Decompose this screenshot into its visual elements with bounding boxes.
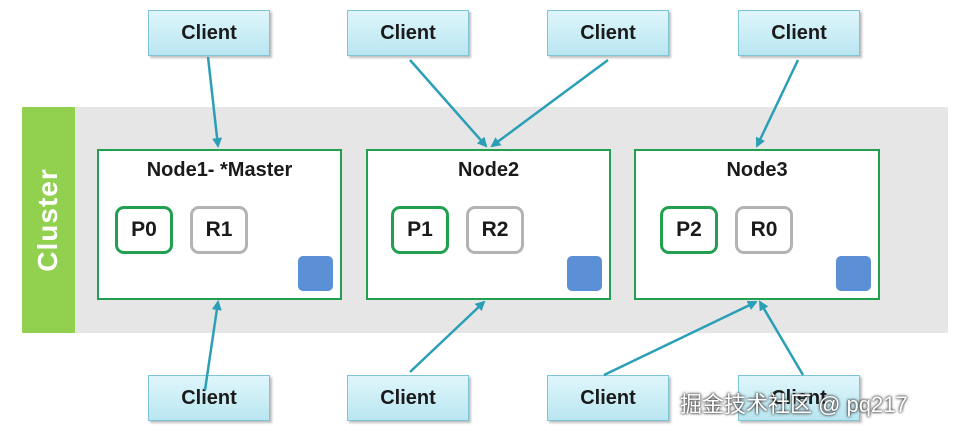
node-1-marker (298, 256, 333, 291)
client-bottom-3: Client (547, 375, 669, 421)
node-2-marker (567, 256, 602, 291)
cluster-label: Cluster (32, 168, 63, 272)
node-3-primary-shard: P2 (660, 206, 718, 254)
node-1-title: Node1- *Master (146, 159, 293, 181)
node-1-primary-shard: P0 (115, 206, 173, 254)
client-top-3: Client (547, 10, 669, 56)
node-3-marker (836, 256, 871, 291)
client-top-1: Client (148, 10, 270, 56)
node-1-replica-shard: R1 (190, 206, 248, 254)
node-2-title: Node2 (457, 159, 520, 181)
client-top-4: Client (738, 10, 860, 56)
node-3-replica-shard: R0 (735, 206, 793, 254)
node-3-title: Node3 (726, 159, 788, 181)
node-2-primary-shard: P1 (391, 206, 449, 254)
node-2: Node2 P1 R2 (366, 149, 611, 300)
node-1: Node1- *Master P0 R1 (97, 149, 342, 300)
watermark: 掘金技术社区 @ pq217 (680, 392, 908, 417)
client-bottom-4: Client (738, 375, 860, 421)
cluster-label-box (22, 107, 75, 333)
node-2-replica-shard: R2 (466, 206, 524, 254)
client-top-2: Client (347, 10, 469, 56)
node-3: Node3 P2 R0 (634, 149, 880, 300)
client-bottom-2: Client (347, 375, 469, 421)
client-bottom-1: Client (148, 375, 270, 421)
